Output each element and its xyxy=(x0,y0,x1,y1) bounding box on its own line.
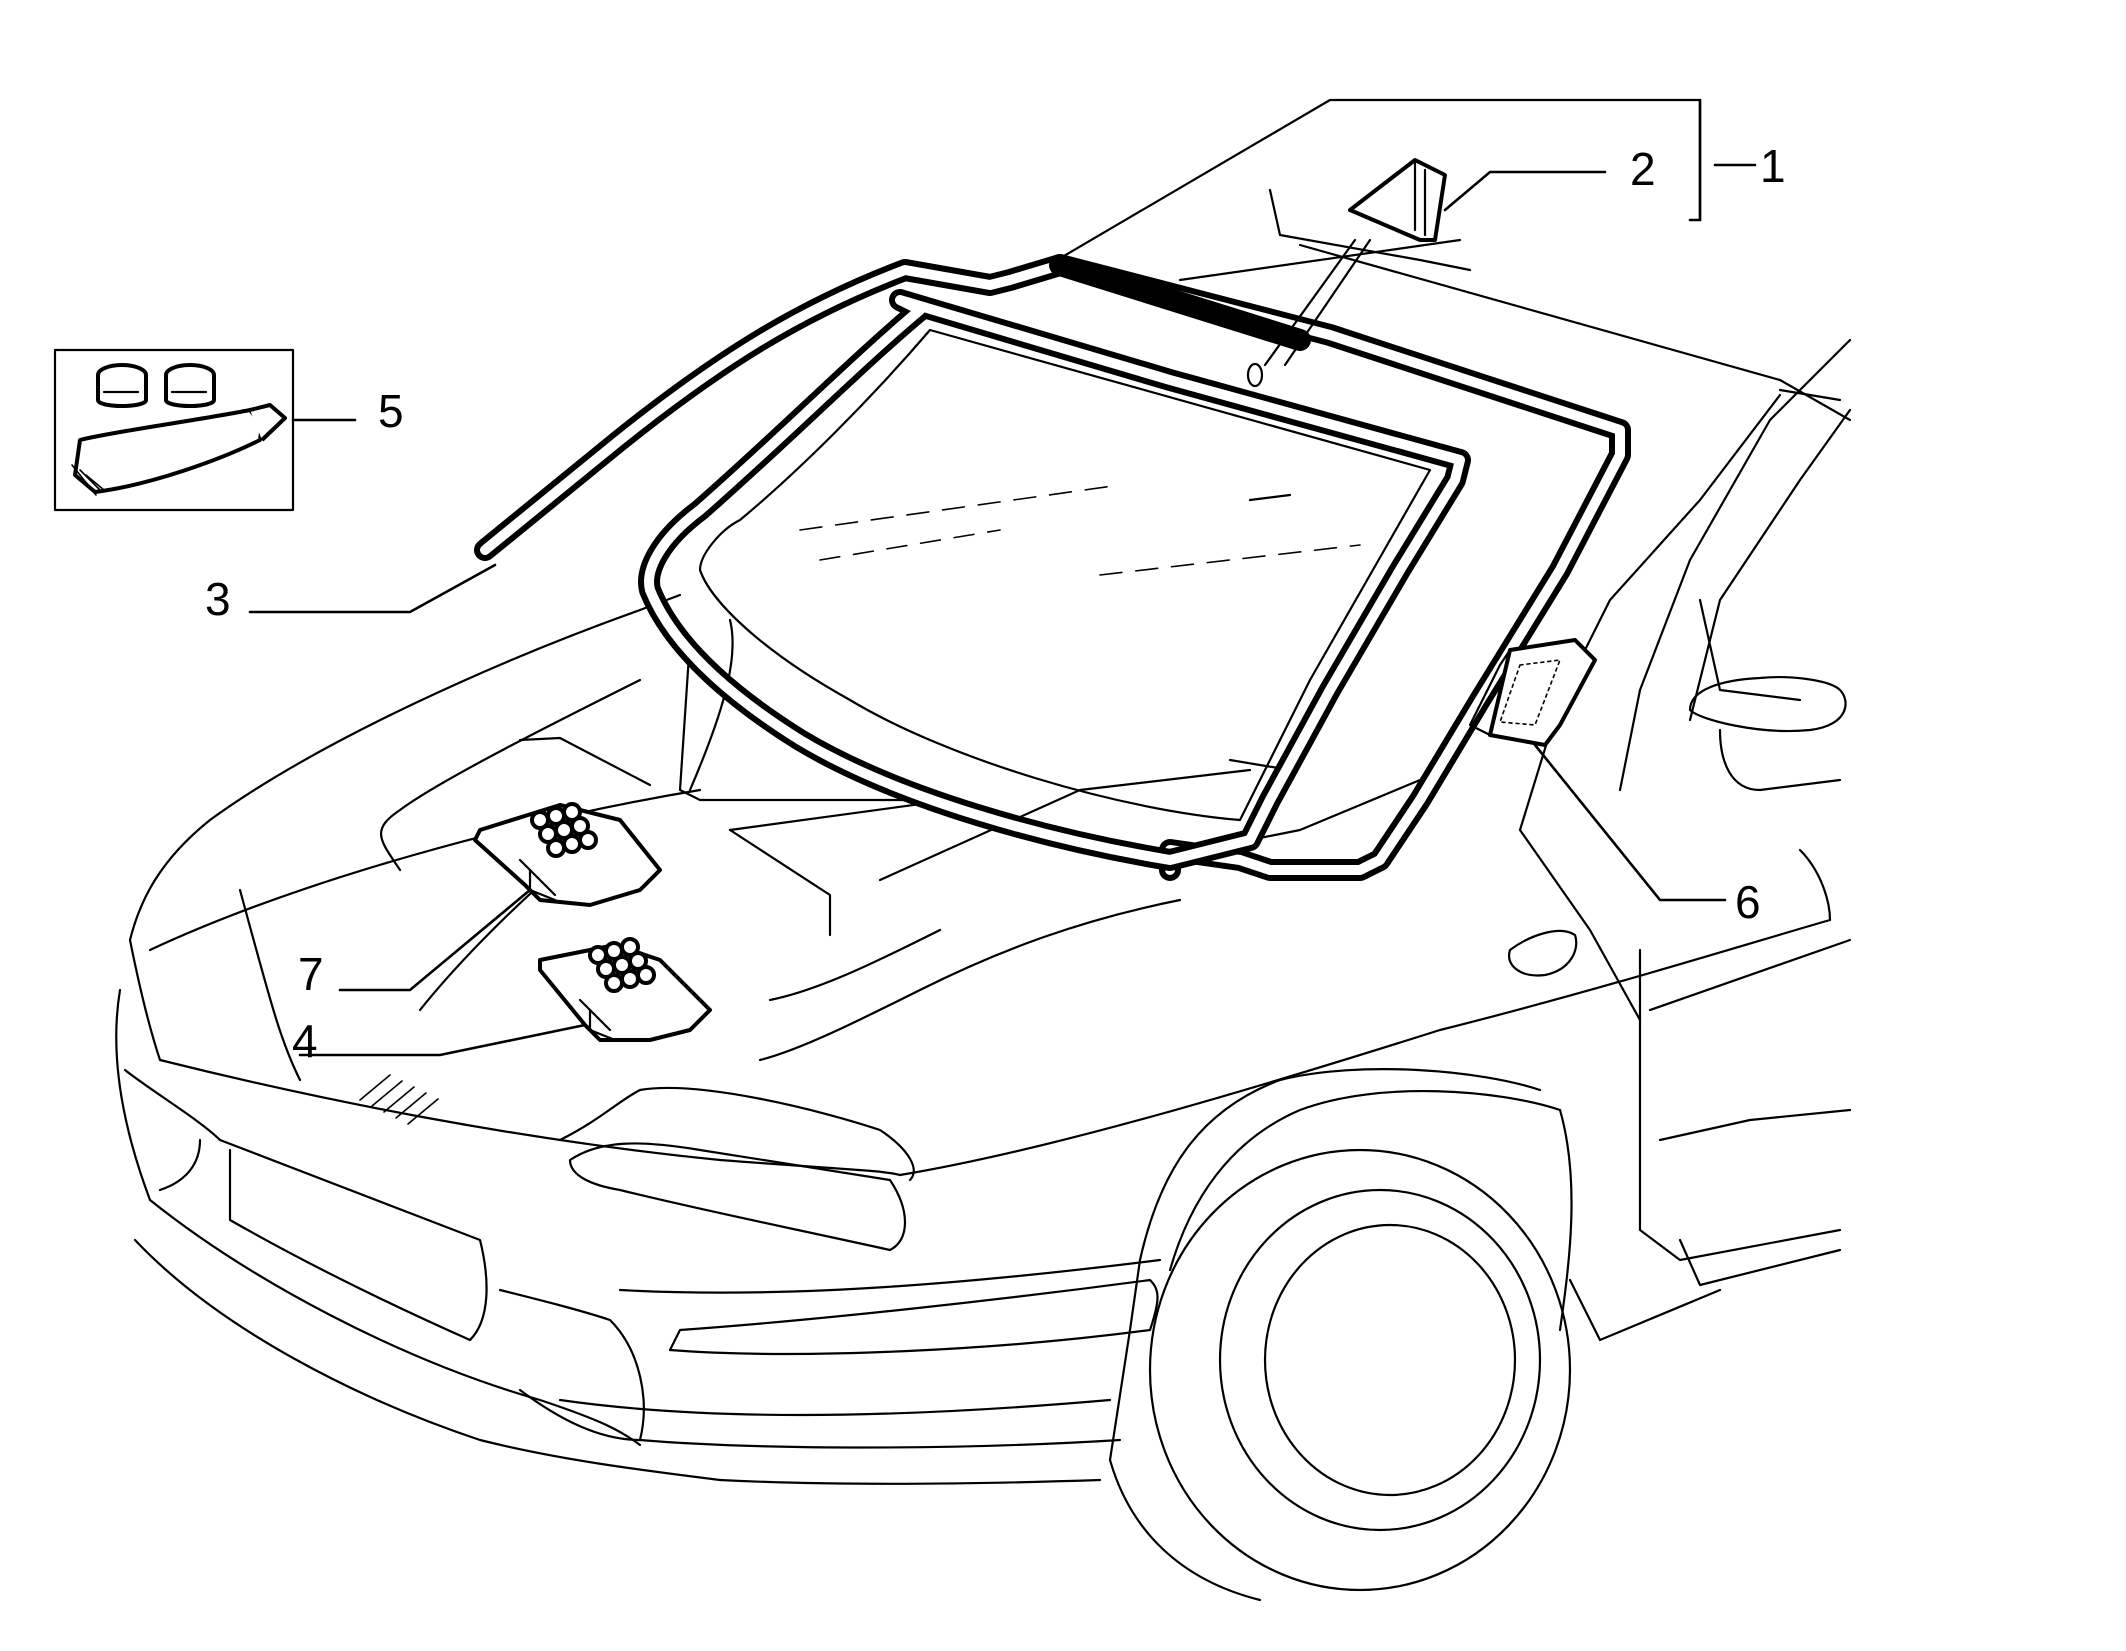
part-7-mount-block xyxy=(473,802,662,907)
callout-3: 3 xyxy=(205,573,231,625)
leader-4 xyxy=(298,1023,587,1057)
part-3-outer-seal xyxy=(474,254,1631,881)
part-4-mount-block xyxy=(538,937,712,1042)
jar-icon xyxy=(164,363,216,408)
callout-7: 7 xyxy=(298,948,324,1000)
leader-2 xyxy=(1443,170,1607,212)
leader-7 xyxy=(338,888,532,992)
callout-4: 4 xyxy=(292,1015,318,1067)
callout-labels: 1 2 3 4 5 6 7 xyxy=(205,140,1786,1067)
jar-icon xyxy=(96,363,148,408)
kit-frame xyxy=(53,348,295,512)
car-body-outline xyxy=(115,98,1852,1602)
callout-6: 6 xyxy=(1735,876,1761,928)
leader-6 xyxy=(1533,743,1727,902)
callout-5: 5 xyxy=(378,385,404,437)
leader-3 xyxy=(248,563,497,614)
leader-lines xyxy=(248,98,1757,1057)
part-6-seal-block xyxy=(1468,638,1597,747)
part-7-pins xyxy=(530,802,598,858)
windscreen xyxy=(638,289,1471,871)
callout-2: 2 xyxy=(1630,143,1656,195)
callout-1: 1 xyxy=(1760,140,1786,192)
part-5-kit-box xyxy=(53,348,295,512)
part-4-pins xyxy=(588,937,656,993)
leader-1 xyxy=(1688,98,1702,222)
tube-icon xyxy=(71,403,287,496)
part-2-clip xyxy=(1246,158,1447,388)
